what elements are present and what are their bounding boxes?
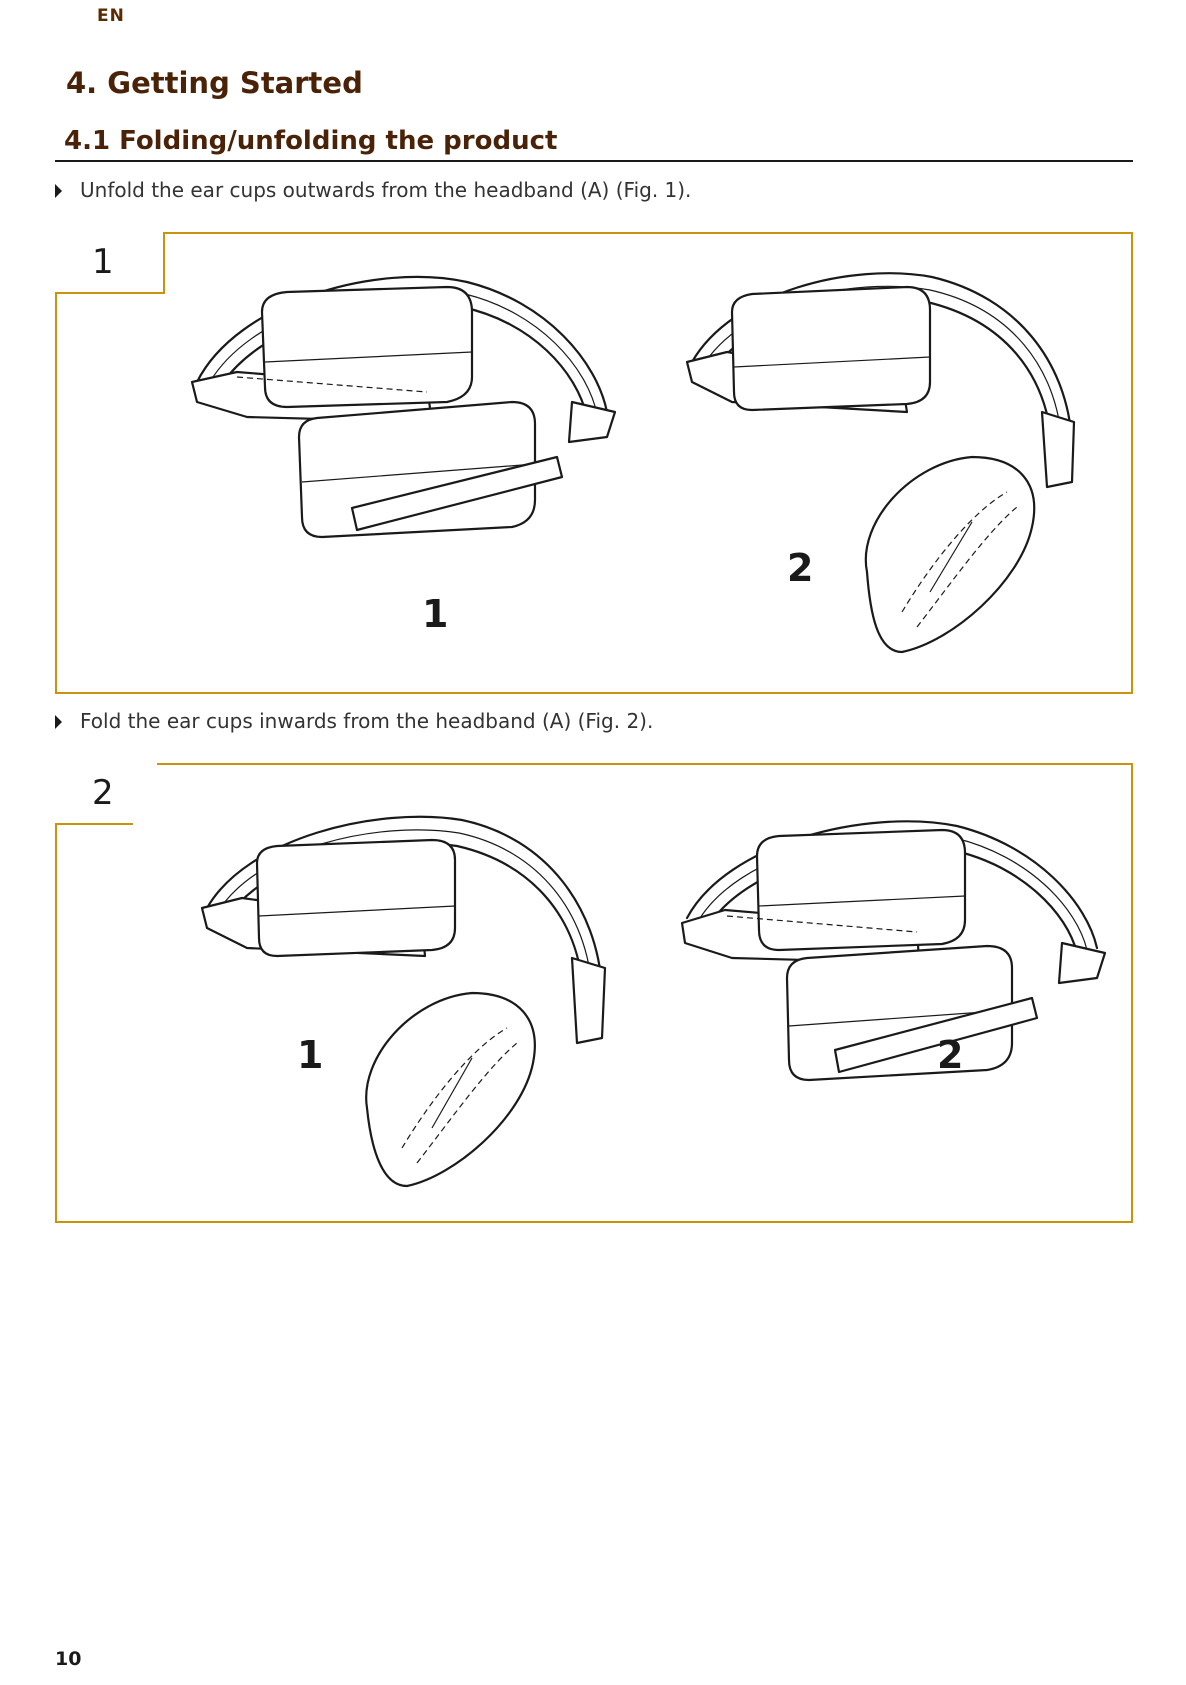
headphones-icon	[672, 252, 1122, 672]
callout-label: 2	[787, 546, 813, 590]
figure-number-tab: 1	[55, 232, 165, 294]
callout-label: 2	[937, 1033, 963, 1077]
subsection-title: 4.1 Folding/unfolding the product	[64, 126, 557, 156]
headphones-icon	[187, 798, 657, 1198]
callout-label: 1	[422, 592, 448, 636]
figure-1: 1 1 2	[55, 232, 1133, 694]
instruction-step-1: Unfold the ear cups outwards from the he…	[55, 178, 691, 202]
figure-number: 2	[92, 773, 114, 813]
callout-label: 1	[297, 1033, 323, 1077]
triangle-right-icon	[55, 715, 62, 729]
triangle-right-icon	[55, 184, 62, 198]
figure-number-tab: 2	[55, 763, 133, 825]
figure-number: 1	[92, 242, 114, 282]
subsection-header: 4.1 Folding/unfolding the product	[55, 124, 1133, 162]
section-title: 4. Getting Started	[66, 66, 363, 100]
figure-2: 2 1 2	[55, 763, 1133, 1223]
instruction-text: Fold the ear cups inwards from the headb…	[80, 709, 653, 733]
language-label: EN	[97, 6, 125, 26]
headphones-icon	[667, 798, 1127, 1198]
page-number: 10	[55, 1648, 81, 1670]
instruction-text: Unfold the ear cups outwards from the he…	[80, 178, 691, 202]
instruction-step-2: Fold the ear cups inwards from the headb…	[55, 709, 653, 733]
